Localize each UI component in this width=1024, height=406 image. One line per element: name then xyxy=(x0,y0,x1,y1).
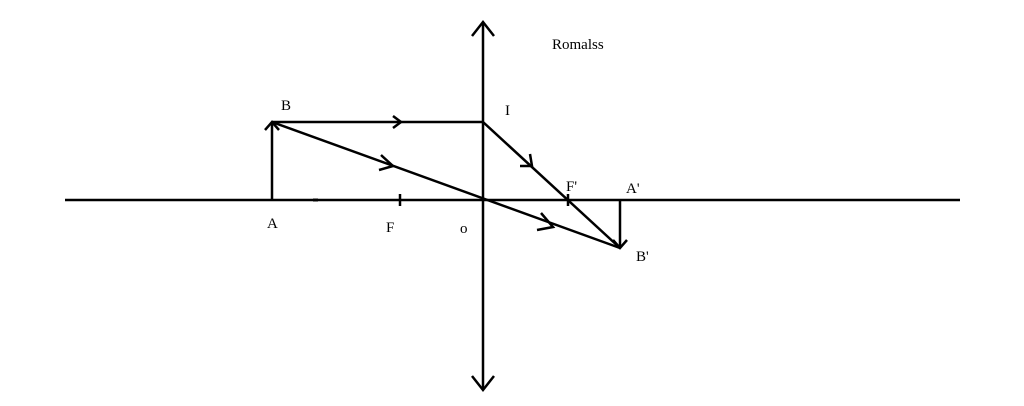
ray-parallel xyxy=(272,115,483,129)
label-object-top: B xyxy=(281,98,291,114)
label-focus-image-side: F' xyxy=(566,179,577,195)
label-image-tip: B' xyxy=(636,249,649,265)
object-arrow xyxy=(264,120,280,200)
image-arrow xyxy=(612,200,628,250)
label-image-base: A' xyxy=(626,181,640,197)
converging-lens xyxy=(471,19,495,393)
label-object-base: A xyxy=(267,216,278,232)
caption: Romalss xyxy=(552,37,604,53)
label-focus-object-side: F xyxy=(386,220,394,236)
ray-through-center xyxy=(271,120,621,250)
label-optical-center: o xyxy=(460,221,468,237)
label-lens-incidence: I xyxy=(505,103,510,119)
ray-refracted xyxy=(482,121,621,249)
